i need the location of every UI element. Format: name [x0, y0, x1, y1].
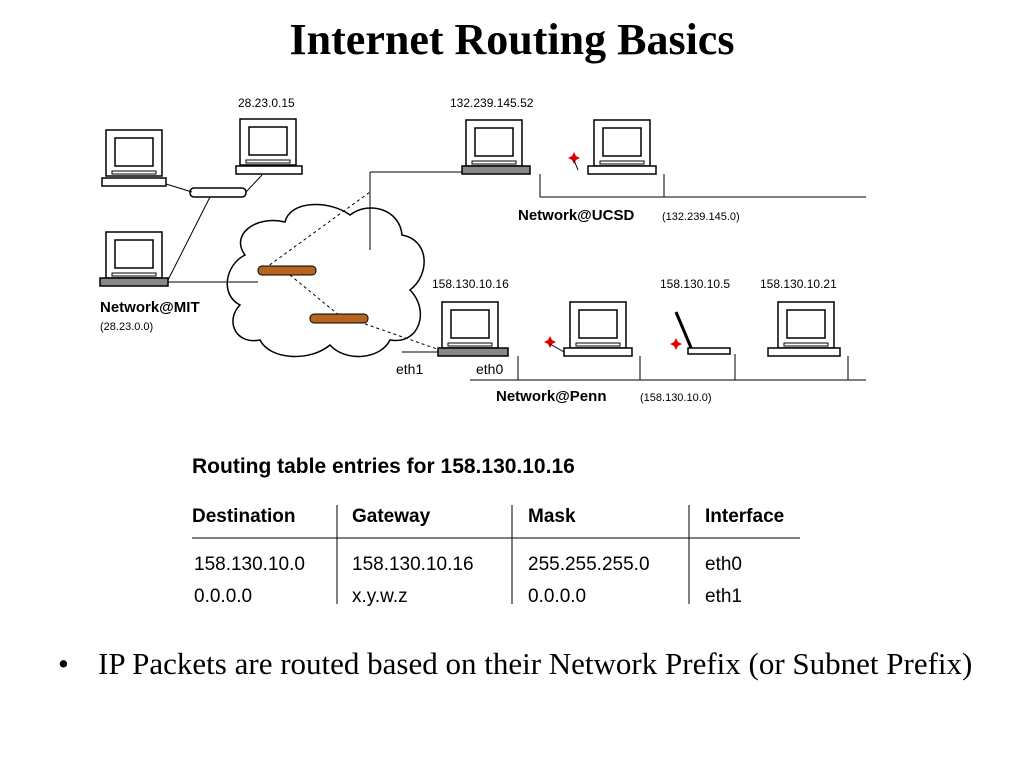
- penn-computer-2: [767, 301, 841, 357]
- penn-network-name: Network@Penn: [496, 388, 606, 405]
- ucsd-node-marker-icon: [568, 152, 580, 164]
- table-header-mask: Mask: [528, 506, 576, 527]
- mit-host-ip: 28.23.0.15: [238, 96, 295, 110]
- penn-network-prefix: (158.130.10.0): [640, 392, 712, 404]
- mit-network-name: Network@MIT: [100, 299, 200, 316]
- slide-title: Internet Routing Basics: [289, 15, 735, 64]
- table-cell: 0.0.0.0: [528, 586, 586, 607]
- internet-cloud: [226, 203, 425, 358]
- ucsd-computer: [587, 119, 657, 175]
- bullet-symbol: •: [58, 646, 69, 681]
- penn-host-a-ip: 158.130.10.5: [660, 277, 730, 291]
- routing-table: Destination Gateway Mask Interface 158.1…: [192, 505, 800, 607]
- mit-computer-1: [101, 129, 167, 187]
- table-cell: 158.130.10.0: [194, 554, 305, 575]
- eth0-label: eth0: [476, 361, 503, 377]
- table-cell: eth1: [705, 586, 742, 607]
- penn-host-b-ip: 158.130.10.21: [760, 277, 837, 291]
- router-icon: [257, 265, 317, 276]
- network-diagram: 28.23.0.15 Network@MIT (28.23.0.0) 132.2…: [99, 96, 866, 607]
- table-cell: eth0: [705, 554, 742, 575]
- router-icon: [309, 313, 369, 324]
- bullet-text: IP Packets are routed based on their Net…: [98, 646, 973, 681]
- ucsd-network-name: Network@UCSD: [518, 207, 634, 224]
- table-header-interface: Interface: [705, 506, 784, 527]
- mit-network-prefix: (28.23.0.0): [100, 321, 153, 333]
- routing-table-title: Routing table entries for 158.130.10.16: [192, 455, 575, 478]
- ucsd-host-ip: 132.239.145.52: [450, 96, 534, 110]
- penn-laptop: [674, 311, 731, 355]
- table-header-gateway: Gateway: [352, 506, 431, 527]
- table-cell: 0.0.0.0: [194, 586, 252, 607]
- table-cell: 158.130.10.16: [352, 554, 474, 575]
- penn-router-computer: [437, 301, 509, 357]
- penn-laptop-marker-icon: [670, 338, 682, 350]
- ucsd-network-prefix: (132.239.145.0): [662, 211, 740, 223]
- mit-hub: [189, 187, 247, 198]
- eth1-label: eth1: [396, 361, 423, 377]
- penn-router-ip: 158.130.10.16: [432, 277, 509, 291]
- table-cell: 255.255.255.0: [528, 554, 650, 575]
- penn-computer-1: [563, 301, 633, 357]
- penn-node-marker-icon: [544, 336, 556, 348]
- table-header-destination: Destination: [192, 506, 295, 527]
- mit-computer-3: [99, 231, 169, 287]
- ucsd-router-computer: [461, 119, 531, 175]
- table-cell: x.y.w.z: [352, 586, 408, 607]
- mit-computer-2: [235, 118, 303, 175]
